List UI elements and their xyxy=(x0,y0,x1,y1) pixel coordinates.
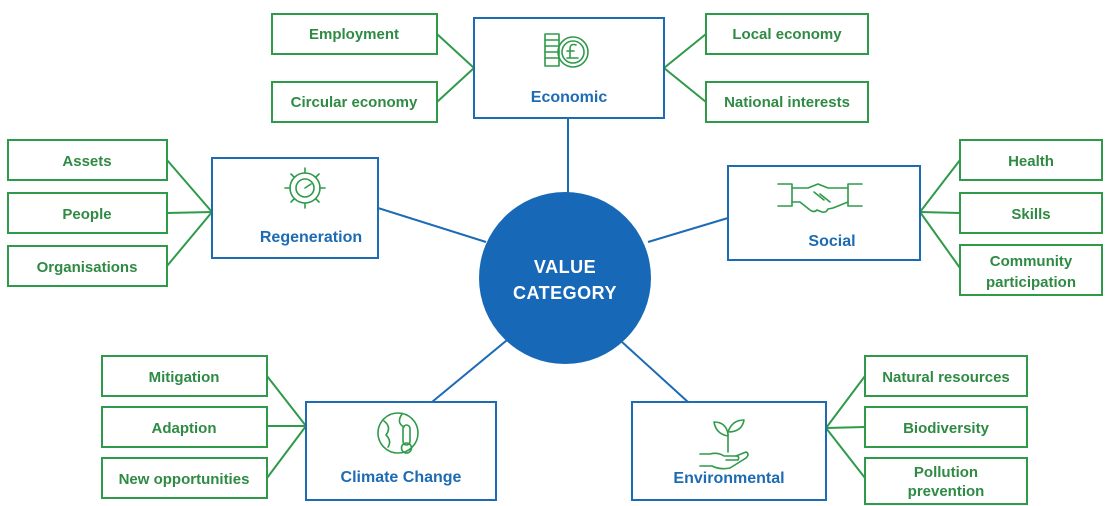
leaf-community-participation: Community participation xyxy=(959,244,1103,296)
leaf-label: Organisations xyxy=(37,259,138,276)
leaf-box xyxy=(864,406,1028,448)
leaf-label: Employment xyxy=(309,26,399,43)
center-label-line2: CATEGORY xyxy=(513,283,617,303)
leaf-pollution-prevention: Pollution prevention xyxy=(864,457,1028,505)
leaf-box xyxy=(959,244,1103,296)
leaf-new-opportunities: New opportunities xyxy=(101,457,268,499)
category-label: Regeneration xyxy=(260,229,362,246)
leaf-label: People xyxy=(62,206,111,223)
leaf-natural-resources: Natural resources xyxy=(864,355,1028,397)
leaf-assets: Assets xyxy=(7,139,168,181)
leaf-skills: Skills xyxy=(959,192,1103,234)
connector-climate-change xyxy=(431,335,513,403)
category-box xyxy=(211,157,379,259)
leaf-label: participation xyxy=(986,274,1076,291)
center-node: VALUE CATEGORY xyxy=(479,192,651,364)
leaf-local-economy: Local economy xyxy=(705,13,869,55)
leaf-biodiversity: Biodiversity xyxy=(864,406,1028,448)
leaf-label: Adaption xyxy=(152,420,217,437)
category-environmental: Environmental Natural resources Biodiver… xyxy=(631,355,1028,505)
handshake-icon xyxy=(777,183,863,213)
leaf-box xyxy=(7,245,168,287)
leaf-box xyxy=(705,13,869,55)
leaf-box xyxy=(271,81,438,123)
leaf-label: Skills xyxy=(1011,206,1050,223)
leaf-connector xyxy=(436,33,476,103)
category-box xyxy=(727,165,921,261)
leaf-box xyxy=(959,139,1103,181)
category-climate-change: Climate Change Mitigation Adaption New o… xyxy=(101,355,497,501)
category-label: Economic xyxy=(531,89,608,106)
leaf-people: People xyxy=(7,192,168,234)
leaf-label: Community xyxy=(990,253,1073,270)
category-box xyxy=(473,17,665,119)
leaf-label: Local economy xyxy=(732,26,842,43)
hand-sprout-icon xyxy=(699,419,749,470)
category-label: Social xyxy=(808,233,855,250)
leaf-label: Natural resources xyxy=(882,369,1010,386)
leaf-health: Health xyxy=(959,139,1103,181)
leaf-label: Biodiversity xyxy=(903,420,990,437)
leaf-mitigation: Mitigation xyxy=(101,355,268,397)
leaf-box xyxy=(101,406,268,448)
leaf-label: Circular economy xyxy=(291,94,418,111)
leaf-box xyxy=(7,139,168,181)
leaf-box xyxy=(959,192,1103,234)
leaf-box xyxy=(101,457,268,499)
leaf-box xyxy=(864,355,1028,397)
category-box xyxy=(631,401,827,501)
center-label-line1: VALUE xyxy=(534,257,596,277)
category-label: Climate Change xyxy=(341,469,462,486)
leaf-connector xyxy=(662,33,707,103)
center-circle xyxy=(479,192,651,364)
hub-connectors xyxy=(377,118,729,403)
pound-coins-icon xyxy=(544,33,589,68)
leaf-connector xyxy=(918,159,961,269)
leaf-organisations: Organisations xyxy=(7,245,168,287)
leaf-box xyxy=(705,81,869,123)
leaf-label: Mitigation xyxy=(149,369,220,386)
leaf-box xyxy=(864,457,1028,505)
leaf-label: National interests xyxy=(724,94,850,111)
leaf-connector xyxy=(919,211,961,214)
leaf-label: Assets xyxy=(62,153,111,170)
leaf-employment: Employment xyxy=(271,13,438,55)
category-box xyxy=(305,401,497,501)
leaf-label: prevention xyxy=(908,483,985,500)
category-regeneration: Regeneration Assets People Organisations xyxy=(7,139,379,287)
gear-gauge-icon xyxy=(284,167,326,209)
leaf-adaption: Adaption xyxy=(101,406,268,448)
globe-thermometer-icon xyxy=(377,412,419,454)
leaf-box xyxy=(271,13,438,55)
leaf-box xyxy=(7,192,168,234)
leaf-label: Pollution xyxy=(914,464,978,481)
category-economic: Economic Employment Circular economy Loc… xyxy=(271,13,869,123)
connector-environmental xyxy=(621,341,689,403)
leaf-circular-economy: Circular economy xyxy=(271,81,438,123)
connector-social xyxy=(647,217,729,243)
category-social: Social Health Skills Community participa… xyxy=(727,139,1103,296)
leaf-label: Health xyxy=(1008,153,1054,170)
connector-regeneration xyxy=(377,207,487,243)
leaf-national-interests: National interests xyxy=(705,81,869,123)
leaf-connector xyxy=(825,426,866,429)
category-label: Environmental xyxy=(673,470,784,487)
leaf-box xyxy=(101,355,268,397)
leaf-label: New opportunities xyxy=(119,471,250,488)
leaf-connector xyxy=(166,211,213,214)
